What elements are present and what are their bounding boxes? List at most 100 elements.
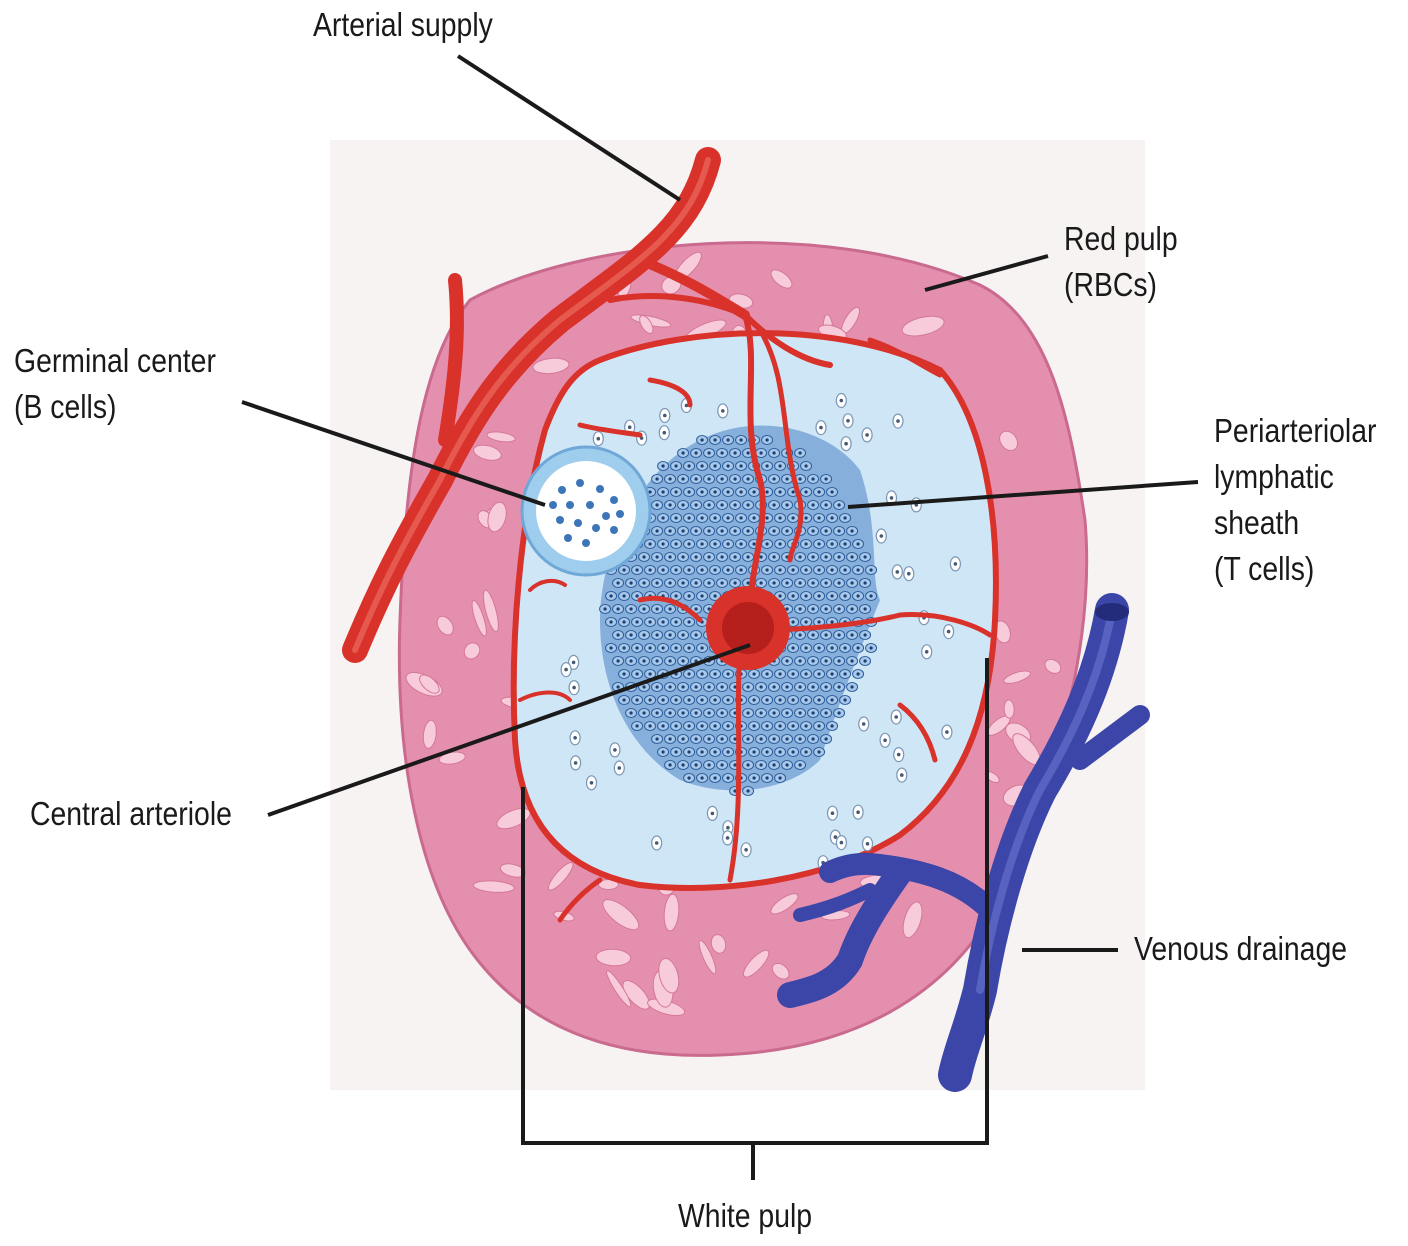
pals-leader — [847, 480, 1199, 509]
t-cell-nucleus — [804, 620, 808, 624]
t-cell-nucleus — [785, 607, 789, 611]
t-cell-nucleus — [759, 555, 763, 559]
t-cell-nucleus — [843, 672, 847, 676]
t-cell-nucleus — [629, 633, 633, 637]
t-cell-nucleus — [843, 594, 847, 598]
t-cell-nucleus — [720, 763, 724, 767]
t-cell-nucleus — [713, 542, 717, 546]
t-cell-nucleus — [850, 659, 854, 663]
t-cell-nucleus — [694, 581, 698, 585]
t-cell-nucleus — [655, 555, 659, 559]
b-cell-cluster — [549, 479, 624, 547]
t-cell-nucleus — [622, 672, 626, 676]
t-cell-nucleus — [811, 607, 815, 611]
t-cell-nucleus — [778, 698, 782, 702]
t-cell-nucleus — [765, 776, 769, 780]
t-cell-nucleus — [830, 620, 834, 624]
t-cell-nucleus — [765, 750, 769, 754]
t-cell-nucleus — [791, 646, 795, 650]
t-cell-nucleus — [713, 698, 717, 702]
t-cell-nucleus — [772, 503, 776, 507]
t-cell-nucleus — [726, 698, 730, 702]
white-pulp-cell-nucleus — [896, 752, 901, 757]
t-cell-nucleus — [713, 776, 717, 780]
red-pulp-island — [770, 893, 799, 915]
t-cell-nucleus — [694, 737, 698, 741]
white-pulp-cell-nucleus — [573, 736, 577, 740]
red-pulp-island — [499, 863, 527, 878]
t-cell-nucleus — [687, 672, 691, 676]
t-cell-nucleus — [817, 594, 821, 598]
white-pulp-cell-nucleus — [589, 781, 594, 785]
t-cell-nucleus — [642, 607, 646, 611]
t-cell-nucleus — [791, 490, 795, 494]
t-cell-nucleus — [843, 646, 847, 650]
t-cell-nucleus — [746, 737, 750, 741]
t-cell-nucleus — [674, 568, 678, 572]
white-pulp-cell-nucleus — [846, 419, 850, 423]
red-pulp-island — [547, 862, 574, 891]
t-cell-nucleus — [694, 529, 698, 533]
t-cell-nucleus — [798, 763, 802, 767]
red-pulp-island — [1003, 670, 1031, 684]
leader-lines — [241, 54, 1199, 1180]
t-cell-nucleus — [720, 737, 724, 741]
t-cell-nucleus — [824, 659, 828, 663]
t-cell-nucleus — [785, 685, 789, 689]
t-cell-nucleus — [622, 620, 626, 624]
t-cell-nucleus — [843, 698, 847, 702]
t-cell-nucleus — [843, 542, 847, 546]
t-cell-nucleus — [687, 490, 691, 494]
t-cell-nucleus — [811, 477, 815, 481]
white-pulp-cell-nucleus — [830, 811, 835, 815]
t-cell-nucleus — [720, 581, 724, 585]
t-cell-nucleus — [681, 477, 685, 481]
white-pulp-cell-nucleus — [613, 748, 617, 752]
red-pulp-island — [622, 980, 651, 1010]
t-cell-nucleus — [837, 633, 841, 637]
t-cell-nucleus — [746, 451, 750, 455]
arterial-supply-vessel — [342, 147, 750, 663]
t-cell-nucleus — [785, 711, 789, 715]
t-cell-nucleus — [778, 594, 782, 598]
t-cell-nucleus — [726, 438, 730, 442]
t-cell-nucleus — [668, 711, 672, 715]
white-pulp-cell-nucleus — [883, 738, 887, 743]
t-cell-nucleus — [668, 581, 672, 585]
t-cell-nucleus — [655, 529, 659, 533]
t-cell-nucleus — [668, 503, 672, 507]
t-cell-nucleus — [804, 646, 808, 650]
t-cell-nucleus — [778, 724, 782, 728]
white-pulp-cell-nucleus — [889, 496, 894, 500]
t-cell-nucleus — [778, 516, 782, 520]
t-cell-nucleus — [759, 711, 763, 715]
t-cell-nucleus — [856, 542, 860, 546]
white-pulp-cell-nucleus — [894, 715, 898, 719]
t-cell-nucleus — [674, 516, 678, 520]
red-pulp-island — [486, 431, 516, 443]
t-cell-nucleus — [635, 646, 639, 650]
t-cell-nucleus — [752, 490, 756, 494]
t-cell-nucleus — [681, 503, 685, 507]
t-cell-nucleus — [798, 633, 802, 637]
t-cell-nucleus — [830, 672, 834, 676]
t-cell-nucleus — [798, 607, 802, 611]
t-cell-nucleus — [622, 646, 626, 650]
t-cell-nucleus — [772, 451, 776, 455]
t-cell-nucleus — [811, 581, 815, 585]
t-cell-nucleus — [752, 776, 756, 780]
red-pulp-island — [902, 901, 923, 939]
white-pulp-cell-nucleus — [839, 398, 844, 403]
t-cell-nucleus — [707, 451, 711, 455]
t-cell-nucleus — [746, 685, 750, 689]
t-cell-nucleus — [804, 724, 808, 728]
white-pulp-cell-nucleus — [865, 842, 870, 846]
t-cell-nucleus — [713, 568, 717, 572]
t-cell-nucleus — [830, 542, 834, 546]
white-pulp-cell-nucleus — [573, 761, 578, 765]
red-pulp-island — [639, 315, 654, 334]
t-cell-nucleus — [700, 438, 704, 442]
t-cell-nucleus — [629, 581, 633, 585]
t-cell-nucleus — [837, 555, 841, 559]
